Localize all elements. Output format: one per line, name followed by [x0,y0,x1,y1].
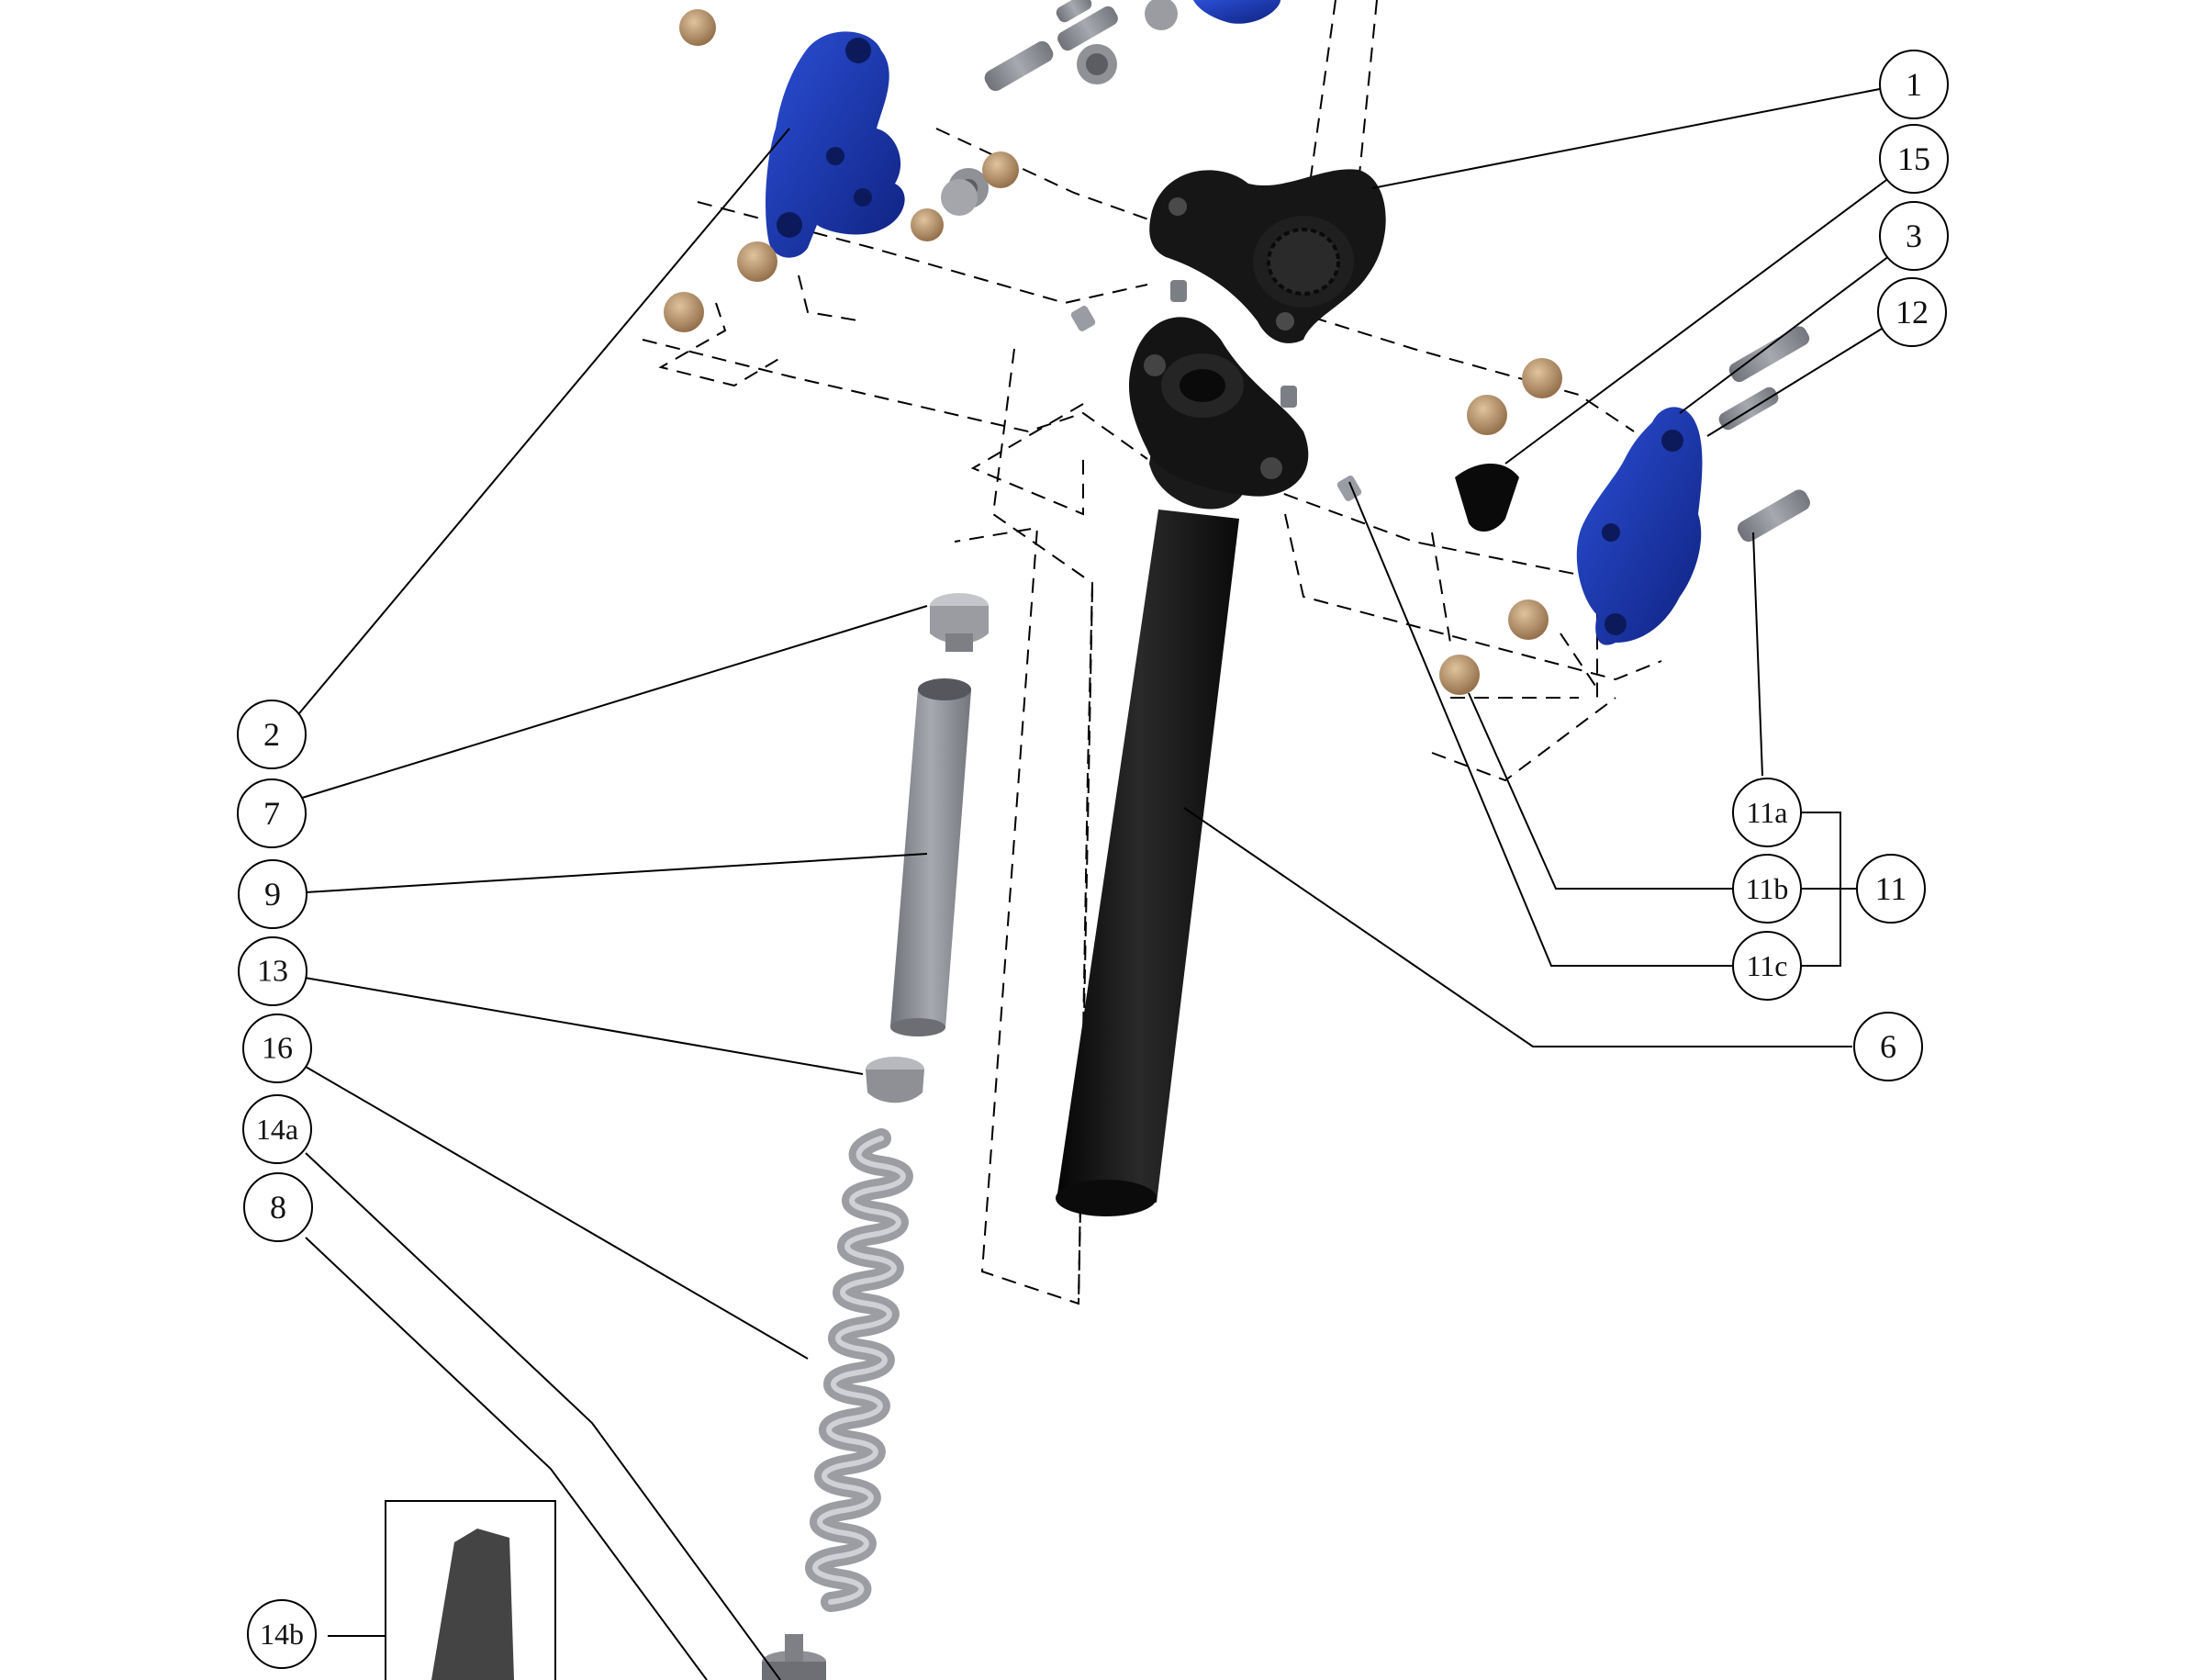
callout-11a: 11a [1732,778,1802,847]
parts [385,0,1810,1680]
right-blue-link [1576,407,1703,645]
callout-3: 3 [1879,201,1949,271]
callout-9-label: 9 [264,876,281,913]
callout-11b: 11b [1732,854,1802,924]
callout-15: 15 [1879,124,1949,194]
callout-14b-label: 14b [260,1618,304,1651]
callout-12: 12 [1877,277,1947,347]
callout-11: 11 [1856,854,1926,924]
callout-14a-label: 14a [256,1113,298,1146]
callout-3-label: 3 [1906,218,1922,254]
damper-nut [866,1057,924,1103]
upper-yoke [1149,169,1386,343]
callout-11c: 11c [1732,931,1802,1001]
callout-2: 2 [237,700,307,769]
callout-11c-label: 11c [1746,949,1787,982]
leader-lines [298,86,1901,1680]
callout-7-label: 7 [263,795,280,832]
callout-9: 9 [238,859,308,929]
top-cap [930,593,989,652]
top-blue-part [1193,0,1280,24]
callout-14b: 14b [247,1599,317,1669]
left-blue-link [766,31,905,258]
callout-1: 1 [1879,50,1949,119]
coil-spring [805,1128,913,1612]
inset-box-14b [385,1500,556,1680]
callout-11b-label: 11b [1746,872,1789,905]
black-cone [1455,464,1519,532]
callout-16-label: 16 [262,1032,293,1066]
inner-cylinder [890,678,971,1036]
callout-11-label: 11 [1875,870,1907,907]
callouts: 1 15 3 12 2 7 9 13 16 14a 8 14b 11a 11b … [237,50,1949,1669]
small-nuts [1070,280,1362,501]
callout-15-label: 15 [1897,140,1930,177]
callout-6-label: 6 [1880,1028,1896,1065]
callout-1-label: 1 [1906,66,1922,103]
callout-14a: 14a [242,1094,312,1164]
callout-11a-label: 11a [1746,796,1787,829]
seatpost-tube [1056,418,1248,1216]
callout-12-label: 12 [1895,294,1929,330]
seatpost-head [1129,317,1309,497]
bronze-bushings [664,9,1562,695]
callout-8: 8 [243,1172,313,1242]
callout-13: 13 [238,936,308,1006]
callout-6: 6 [1853,1012,1923,1081]
spacers [941,168,989,216]
callout-8-label: 8 [270,1189,286,1226]
callout-16: 16 [242,1014,312,1083]
callout-2-label: 2 [263,716,280,753]
callout-7: 7 [237,778,307,848]
spring-base [762,1634,826,1680]
callout-13-label: 13 [257,955,288,989]
